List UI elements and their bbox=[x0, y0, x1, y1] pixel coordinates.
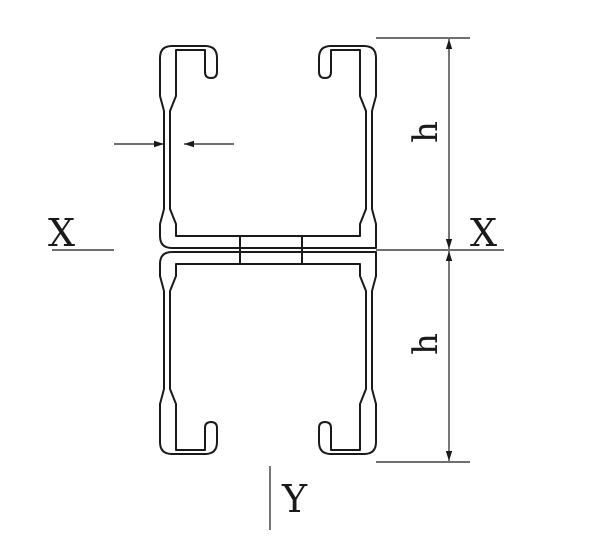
height-label-lower: h bbox=[406, 333, 446, 355]
height-label-upper: h bbox=[406, 121, 446, 143]
x-axis-label-left: X bbox=[48, 211, 75, 255]
upper-channel-outline-outer bbox=[159, 45, 377, 249]
y-axis-label: Y bbox=[281, 477, 308, 521]
lower-channel-outline-outer bbox=[159, 251, 377, 455]
x-axis-label-right: X bbox=[470, 211, 497, 255]
